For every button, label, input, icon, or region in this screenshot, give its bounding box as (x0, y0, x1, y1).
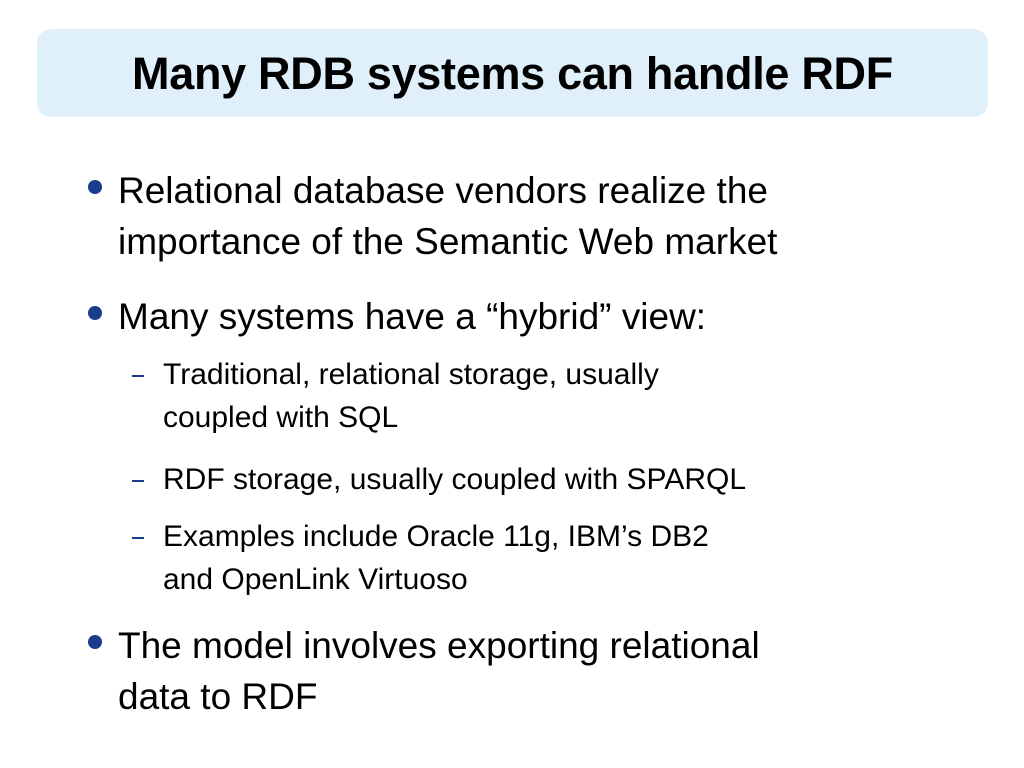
sub-bullet-item: RDF storage, usually coupled with SPARQL (132, 458, 962, 501)
dash-icon (132, 537, 144, 539)
bullet-item: Relational database vendors realize the … (88, 165, 968, 267)
bullet-item: The model involves exporting relational … (88, 620, 968, 722)
bullet-text: Relational database vendors realize the … (118, 170, 778, 262)
sub-bullet-item: Examples include Oracle 11g, IBM’s DB2 a… (132, 515, 962, 601)
bullet-dot-icon (88, 180, 102, 194)
sub-bullet-item: Traditional, relational storage, usually… (132, 353, 962, 439)
bullet-text: Many systems have a “hybrid” view: (118, 296, 707, 337)
bullet-item: Many systems have a “hybrid” view: (88, 291, 968, 342)
slide-title: Many RDB systems can handle RDF (132, 47, 893, 99)
bullet-text: The model involves exporting relational … (118, 625, 760, 717)
title-banner: Many RDB systems can handle RDF (37, 29, 988, 117)
sub-bullet-text: RDF storage, usually coupled with SPARQL (163, 463, 747, 496)
bullet-dot-icon (88, 635, 102, 649)
sub-bullet-text: Examples include Oracle 11g, IBM’s DB2 a… (163, 520, 709, 596)
bullet-dot-icon (88, 306, 102, 320)
sub-bullet-text: Traditional, relational storage, usually… (163, 358, 659, 434)
dash-icon (132, 480, 144, 482)
dash-icon (132, 375, 144, 377)
